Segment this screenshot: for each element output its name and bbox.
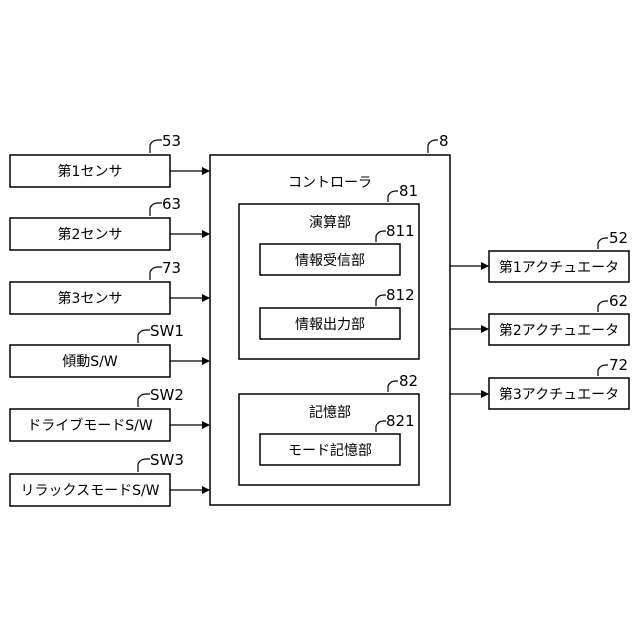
input-label: 第3センサ [58,290,123,307]
reference-number: 821 [386,412,415,430]
mode-memory-label: モード記憶部 [288,442,372,459]
input-label: 傾動S/W [62,354,118,370]
reference-number: 81 [399,182,418,200]
leader-line [150,267,162,280]
input-label: リラックスモードS/W [20,483,159,499]
input-label: 第1センサ [58,163,123,180]
info-receiver-label: 情報受信部 [295,253,365,269]
memory-unit-label: 記憶部 [309,404,351,421]
output-block-actuator-3: 第3アクチュエータ 72 [450,356,629,409]
leader-line [150,140,162,153]
output-label: 第2アクチュエータ [499,322,619,339]
input-block-tilt-switch: 傾動S/W SW1 [10,322,209,377]
leader-line [598,365,608,376]
reference-number: 62 [609,292,628,310]
reference-number: SW3 [150,451,184,469]
reference-number: 53 [162,132,181,150]
output-label: 第3アクチュエータ [499,386,619,403]
output-block-actuator-1: 第1アクチュエータ 52 [450,229,629,282]
controller-label: コントローラ [288,175,372,191]
reference-number: 82 [399,372,418,390]
reference-number: 72 [609,356,628,374]
reference-number: 8 [439,132,449,150]
compute-unit-block: 演算部 81 情報受信部 811 情報出力部 812 [239,182,419,359]
output-block-actuator-2: 第2アクチュエータ 62 [450,292,629,345]
leader-line [138,330,150,343]
leader-line [138,394,150,407]
leader-line [150,203,162,216]
input-block-sensor-3: 第3センサ 73 [10,259,209,314]
input-block-sensor-1: 第1センサ 53 [10,132,209,187]
output-label: 第1アクチュエータ [499,259,619,276]
reference-number: 812 [386,286,415,304]
input-block-relax-mode-switch: リラックスモードS/W SW3 [10,451,209,506]
reference-number: 52 [609,229,628,247]
leader-line [428,140,438,153]
info-output-label: 情報出力部 [295,317,365,333]
input-block-sensor-2: 第2センサ 63 [10,195,209,250]
reference-number: SW2 [150,386,184,404]
leader-line [598,238,608,249]
leader-line [598,301,608,312]
input-label: 第2センサ [58,226,123,243]
input-block-drive-mode-switch: ドライブモードS/W SW2 [10,386,209,441]
reference-number: 63 [162,195,181,213]
input-label: ドライブモードS/W [27,417,153,434]
reference-number: 73 [162,259,181,277]
controller-block: コントローラ 8 演算部 81 情報受信部 811 情報出力部 812 [210,132,450,505]
reference-number: 811 [386,222,415,240]
reference-number: SW1 [150,322,184,340]
leader-line [138,459,150,472]
compute-unit-label: 演算部 [309,215,351,231]
